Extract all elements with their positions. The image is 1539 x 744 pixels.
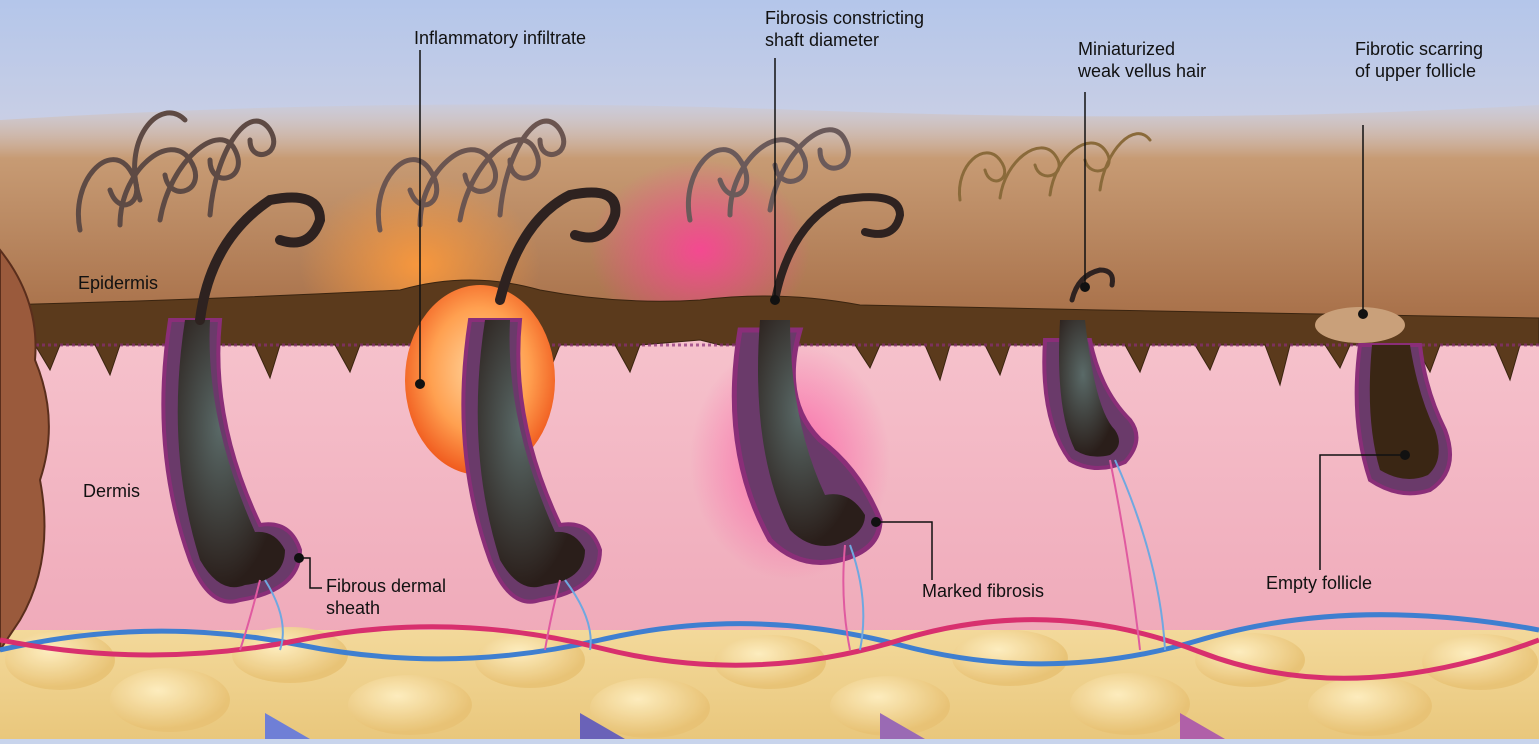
inflammatory-infiltrate-label: Inflammatory infiltrate [414, 27, 586, 49]
epidermis-label: Epidermis [78, 272, 158, 294]
dermis-label: Dermis [83, 480, 140, 502]
fibrous-sheath-label: Fibrous dermal sheath [326, 575, 446, 619]
fibrosis-constricting-label: Fibrosis constricting shaft diameter [765, 7, 924, 51]
miniaturized-label: Miniaturized weak vellus hair [1078, 38, 1206, 82]
fibrous-sheath-line-2: sheath [326, 597, 446, 619]
fibrotic-scarring-line-2: of upper follicle [1355, 60, 1483, 82]
fibrosis-constricting-line-1: Fibrosis constricting [765, 7, 924, 29]
marked-fibrosis-label: Marked fibrosis [922, 580, 1044, 602]
miniaturized-line-2: weak vellus hair [1078, 60, 1206, 82]
fibrotic-scarring-label: Fibrotic scarring of upper follicle [1355, 38, 1483, 82]
miniaturized-line-1: Miniaturized [1078, 38, 1206, 60]
fibrotic-scarring-line-1: Fibrotic scarring [1355, 38, 1483, 60]
fibrosis-constricting-line-2: shaft diameter [765, 29, 924, 51]
fibrous-sheath-line-1: Fibrous dermal [326, 575, 446, 597]
empty-follicle-label: Empty follicle [1266, 572, 1372, 594]
